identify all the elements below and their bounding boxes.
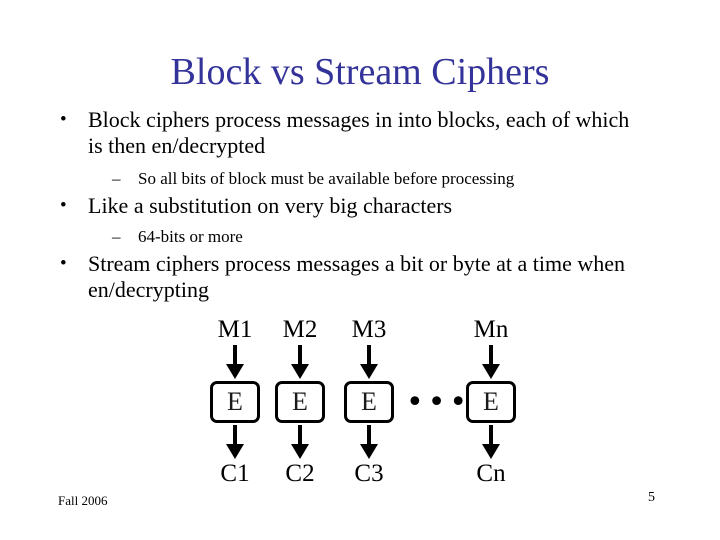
bullet-item: • Block ciphers process messages in into…: [60, 107, 635, 159]
bullet-marker: •: [60, 253, 67, 274]
arrow-down-icon: [291, 425, 309, 459]
dash-marker: –: [112, 227, 121, 246]
bullet-text: Stream ciphers process messages a bit or…: [88, 251, 626, 302]
bullet-item: • Like a substitution on very big charac…: [60, 193, 635, 219]
bullet-marker: •: [60, 195, 67, 216]
encrypt-box: E: [344, 381, 394, 423]
bullet-text: Block ciphers process messages in into b…: [88, 107, 630, 158]
arrow-down-icon: [360, 425, 378, 459]
encrypt-box: E: [466, 381, 516, 423]
arrow-down-icon: [360, 345, 378, 379]
output-label: C3: [354, 460, 384, 487]
output-label: Cn: [476, 460, 506, 487]
diagram-column: M3 E C3: [337, 316, 401, 488]
slide-title: Block vs Stream Ciphers: [170, 51, 550, 93]
sub-bullet-item: – So all bits of block must be available…: [112, 168, 622, 189]
arrow-down-icon: [482, 425, 500, 459]
ellipsis-icon: •••: [406, 385, 472, 420]
arrow-down-icon: [291, 345, 309, 379]
diagram-column: Mn E Cn: [459, 316, 523, 488]
diagram-column: M2 E C2: [268, 316, 332, 488]
input-label: M2: [282, 316, 318, 343]
output-label: C1: [220, 460, 250, 487]
bullet-item: • Stream ciphers process messages a bit …: [60, 251, 635, 303]
bullet-text: Like a substitution on very big characte…: [88, 193, 453, 218]
arrow-down-icon: [226, 345, 244, 379]
dash-marker: –: [112, 169, 121, 188]
arrow-down-icon: [482, 345, 500, 379]
bullet-marker: •: [60, 109, 67, 130]
input-label: M1: [217, 316, 253, 343]
sub-bullet-text: 64-bits or more: [138, 227, 243, 246]
arrow-down-icon: [226, 425, 244, 459]
input-label: M3: [351, 316, 387, 343]
footer-page-number: 5: [648, 490, 655, 505]
input-label: Mn: [473, 316, 509, 343]
encrypt-box: E: [210, 381, 260, 423]
sub-bullet-item: – 64-bits or more: [112, 226, 622, 247]
sub-bullet-text: So all bits of block must be available b…: [138, 169, 515, 188]
diagram-column: M1 E C1: [203, 316, 267, 488]
output-label: C2: [285, 460, 315, 487]
encrypt-box: E: [275, 381, 325, 423]
footer-date: Fall 2006: [58, 493, 108, 508]
